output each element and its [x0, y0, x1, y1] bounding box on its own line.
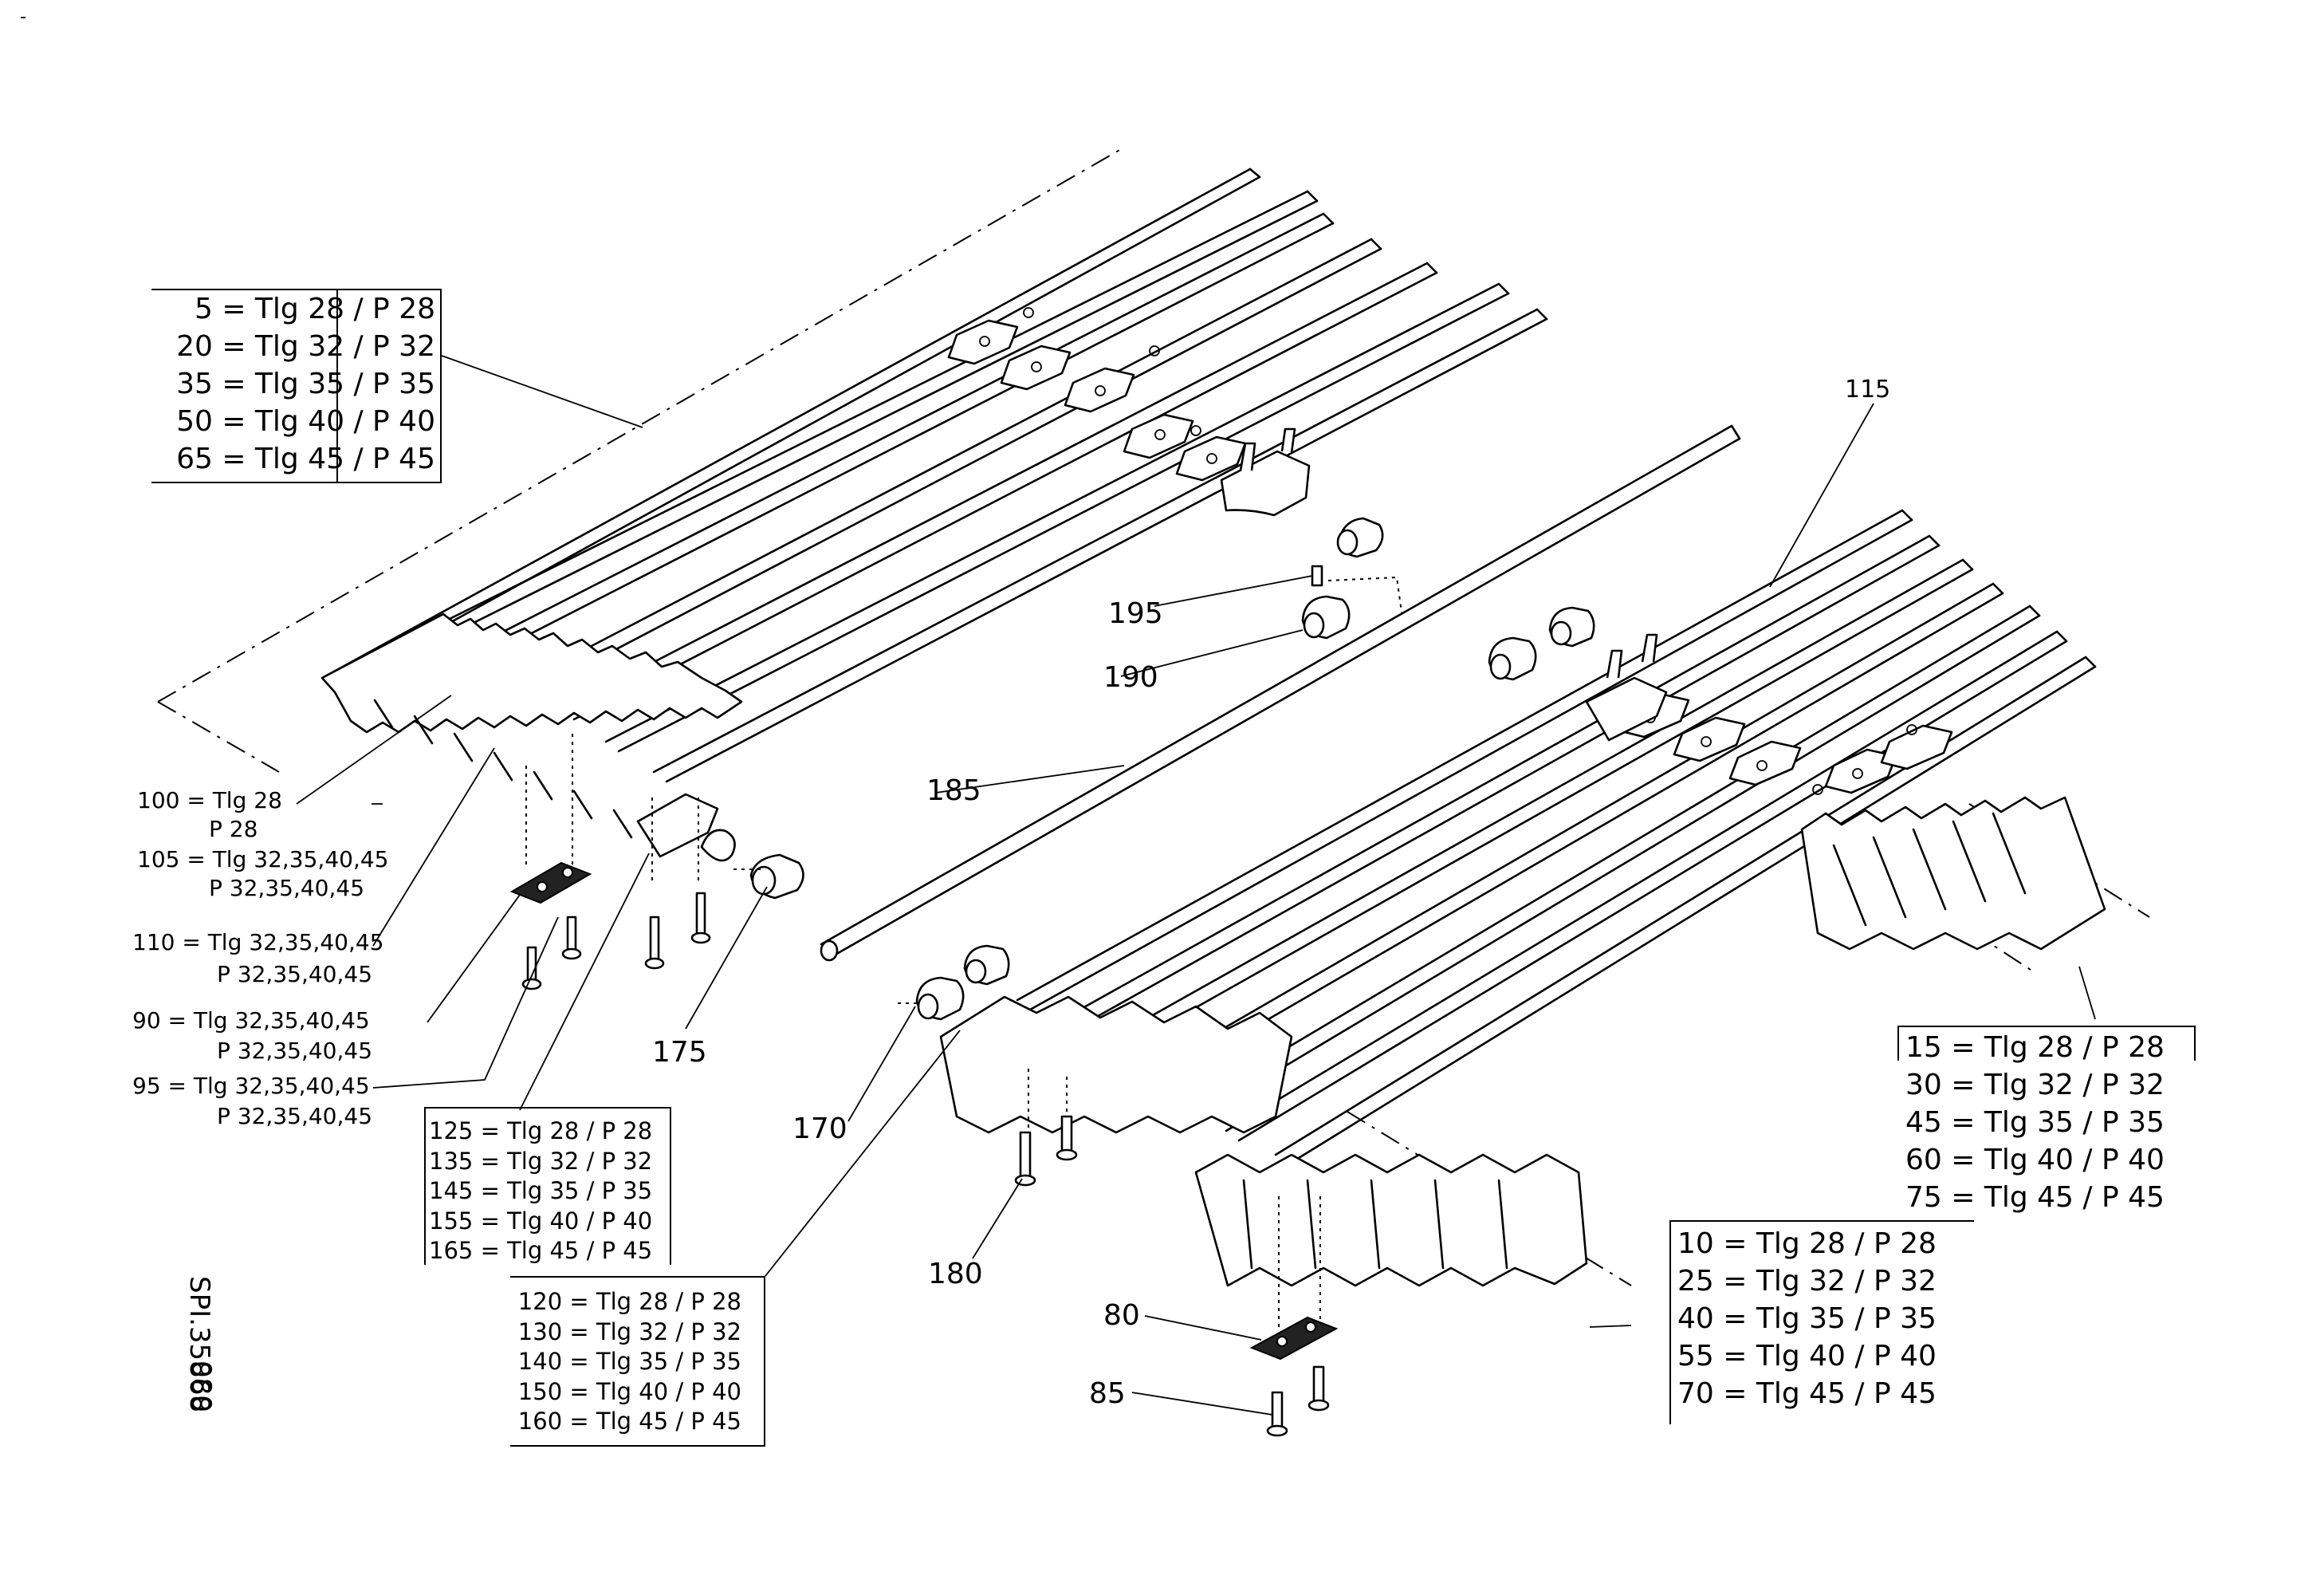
- variant-table-bottom-left: 120 = Tlg 28 / P 28 130 = Tlg 32 / P 32 …: [502, 1287, 741, 1437]
- label-95-p: P 32,35,40,45: [217, 1103, 373, 1129]
- shaft-assembly: [820, 424, 1741, 962]
- callout-175: 175: [652, 1036, 707, 1069]
- table-row: 65 = Tlg 45 / P 45: [176, 443, 435, 475]
- label-90-tlg: 90 = Tlg 32,35,40,45: [132, 1007, 370, 1034]
- table-row: 15 = Tlg 28 / P 28: [1905, 1031, 2165, 1064]
- table-row: 55 = Tlg 40 / P 40: [1677, 1340, 1937, 1372]
- table-row: 25 = Tlg 32 / P 32: [1677, 1265, 1937, 1298]
- table-row: 135 = Tlg 32 / P 32: [429, 1147, 653, 1175]
- callout-85: 85: [1089, 1377, 1126, 1410]
- table-row: 30 = Tlg 32 / P 32: [1905, 1069, 2165, 1101]
- table-row: 50 = Tlg 40 / P 40: [176, 405, 435, 438]
- table-row: 120 = Tlg 28 / P 28: [517, 1288, 741, 1315]
- callout-80: 80: [1103, 1299, 1140, 1332]
- table-row: 40 = Tlg 35 / P 35: [1677, 1302, 1937, 1335]
- callout-115: 115: [1845, 376, 1891, 404]
- label-100-tlg: 100 = Tlg 28: [137, 787, 282, 813]
- variant-table-top-left-rows: 5 = Tlg 28 / P 28 20 = Tlg 32 / P 32 35 …: [148, 290, 435, 478]
- upper-left-rod-assembly: [157, 148, 1548, 990]
- callout-190: 190: [1103, 661, 1158, 694]
- table-row: 140 = Tlg 35 / P 35: [517, 1348, 741, 1375]
- label-110-tlg: 110 = Tlg 32,35,40,45: [132, 929, 384, 955]
- table-row: 10 = Tlg 28 / P 28: [1677, 1227, 1937, 1260]
- table-row: 155 = Tlg 40 / P 40: [429, 1207, 653, 1235]
- variant-table-bottom-left-frame: [510, 1276, 765, 1447]
- drawing-sheet: 080: [185, 1361, 217, 1412]
- table-row: 165 = Tlg 45 / P 45: [429, 1237, 653, 1264]
- variant-table-bottom-right: 10 = Tlg 28 / P 28 25 = Tlg 32 / P 32 40…: [1677, 1225, 1972, 1412]
- table-row: 5 = Tlg 28 / P 28: [194, 293, 435, 325]
- table-row: 60 = Tlg 40 / P 40: [1905, 1144, 2165, 1176]
- table-row: 130 = Tlg 32 / P 32: [517, 1317, 741, 1345]
- table-row: 70 = Tlg 45 / P 45: [1677, 1377, 1937, 1410]
- label-110-p: P 32,35,40,45: [217, 961, 373, 987]
- variant-table-mid-left-frame: [424, 1107, 671, 1265]
- variant-table-bottom-right-frame: [1669, 1220, 1974, 1424]
- variant-table-mid-left: 125 = Tlg 28 / P 28 135 = Tlg 32 / P 32 …: [429, 1116, 668, 1266]
- variant-table-right-frame: [1897, 1026, 2196, 1061]
- lower-right-rod-assembly: [898, 509, 2150, 1437]
- callout-185: 185: [926, 774, 981, 807]
- callout-180: 180: [928, 1258, 983, 1290]
- table-row: 145 = Tlg 35 / P 35: [429, 1177, 653, 1204]
- table-row: 160 = Tlg 45 / P 45: [517, 1408, 741, 1435]
- table-row: 125 = Tlg 28 / P 28: [429, 1117, 653, 1144]
- callout-170: 170: [792, 1113, 847, 1145]
- label-105-tlg: 105 = Tlg 32,35,40,45: [137, 846, 389, 872]
- variant-table-right: 15 = Tlg 28 / P 28 30 = Tlg 32 / P 32 45…: [1905, 1029, 2194, 1216]
- variant-table-top-left: [151, 289, 442, 483]
- label-90-p: P 32,35,40,45: [217, 1038, 373, 1064]
- table-row: 75 = Tlg 45 / P 45: [1905, 1181, 2165, 1214]
- label-95-tlg: 95 = Tlg 32,35,40,45: [132, 1073, 370, 1099]
- leader-lines: [296, 355, 2096, 1416]
- table-row: 150 = Tlg 40 / P 40: [517, 1377, 741, 1405]
- table-row: 45 = Tlg 35 / P 35: [1905, 1106, 2165, 1139]
- callout-195: 195: [1108, 597, 1163, 630]
- label-100-p: P 28: [209, 816, 258, 842]
- label-105-p: P 32,35,40,45: [209, 875, 365, 901]
- table-row: 35 = Tlg 35 / P 35: [176, 368, 435, 400]
- table-row: 20 = Tlg 32 / P 32: [176, 330, 435, 363]
